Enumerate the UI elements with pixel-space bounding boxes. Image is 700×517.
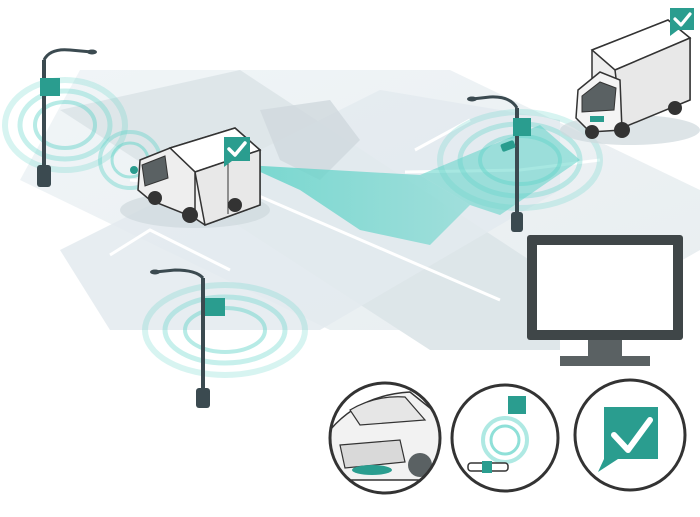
sensor-panel (513, 118, 531, 136)
car-inset (328, 381, 442, 495)
camera-icon (500, 140, 516, 152)
check-badge (224, 137, 250, 167)
truck-left (120, 127, 270, 228)
monitor-screen (537, 245, 673, 330)
monitor (527, 235, 683, 366)
sensor-panel (205, 298, 225, 316)
street-lamp-bottom (150, 268, 225, 408)
sensor-dot (590, 116, 604, 122)
check-badge (670, 8, 694, 36)
sensor-dot (130, 166, 138, 174)
confirmation-inset (573, 378, 687, 492)
truck-top-right (560, 19, 700, 145)
sensor-inset (450, 383, 560, 493)
sensor-dot (352, 465, 392, 475)
sensor-panel (40, 78, 60, 96)
signal-beams (245, 125, 580, 245)
street-lamp-top-left (37, 48, 97, 187)
street-lamp-right (467, 95, 531, 232)
